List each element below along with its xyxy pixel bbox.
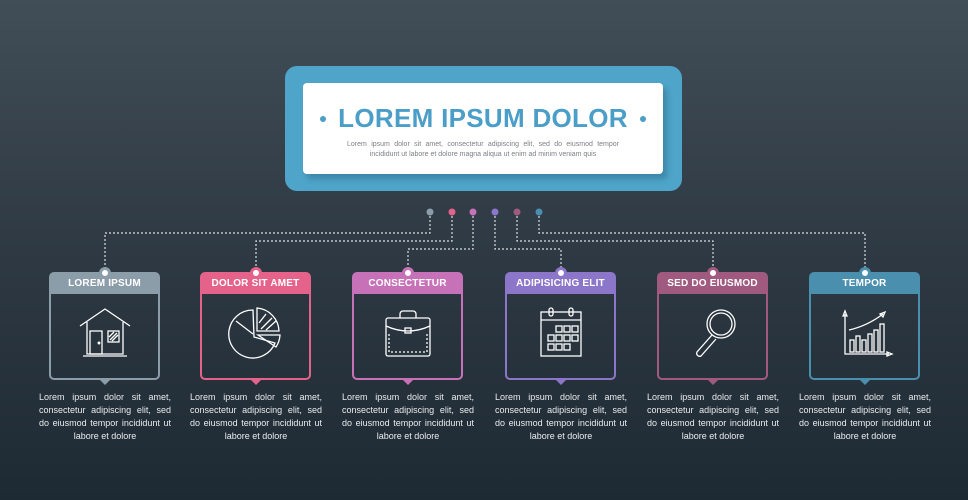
calendar-icon <box>507 304 614 364</box>
step-card-2: DOLOR SIT AMET <box>200 267 311 385</box>
step-title: TEMPOR <box>811 274 918 294</box>
house-icon <box>51 304 158 364</box>
step-card-6: TEMPOR <box>809 267 920 385</box>
bullet-icon <box>639 115 646 122</box>
step-description-3: Lorem ipsum dolor sit amet, consectetur … <box>342 392 474 441</box>
page-title: LOREM IPSUM DOLOR <box>338 103 628 133</box>
header-subtitle: Lorem ipsum dolor sit amet, consectetur … <box>347 141 619 158</box>
step-description-1: Lorem ipsum dolor sit amet, consectetur … <box>39 392 171 441</box>
connector-pin <box>249 267 262 279</box>
step-description-2: Lorem ipsum dolor sit amet, consectetur … <box>190 392 322 441</box>
step-title: LOREM IPSUM <box>51 274 158 294</box>
step-description-5: Lorem ipsum dolor sit amet, consectetur … <box>647 392 779 441</box>
connector-pin <box>98 267 111 279</box>
growth-chart-icon <box>811 304 918 364</box>
connector-pin <box>706 267 719 279</box>
connector-pin <box>858 267 871 279</box>
step-card-3: CONSECTETUR <box>352 267 463 385</box>
step-description-6: Lorem ipsum dolor sit amet, consectetur … <box>799 392 931 441</box>
briefcase-icon <box>354 304 461 364</box>
header-card: LOREM IPSUM DOLOR Lorem ipsum dolor sit … <box>303 83 663 174</box>
pie-chart-icon <box>202 304 309 364</box>
step-description-4: Lorem ipsum dolor sit amet, consectetur … <box>495 392 627 441</box>
step-title: ADIPISICING ELIT <box>507 274 614 294</box>
step-title: SED DO EIUSMOD <box>659 274 766 294</box>
header-title-row: LOREM IPSUM DOLOR <box>303 103 663 134</box>
step-title: CONSECTETUR <box>354 274 461 294</box>
step-card-1: LOREM IPSUM <box>49 267 160 385</box>
connector-pin <box>401 267 414 279</box>
step-card-5: SED DO EIUSMOD <box>657 267 768 385</box>
step-card-4: ADIPISICING ELIT <box>505 267 616 385</box>
magnifier-icon <box>659 304 766 364</box>
connector-pin <box>554 267 567 279</box>
bullet-icon <box>320 115 327 122</box>
step-title: DOLOR SIT AMET <box>202 274 309 294</box>
